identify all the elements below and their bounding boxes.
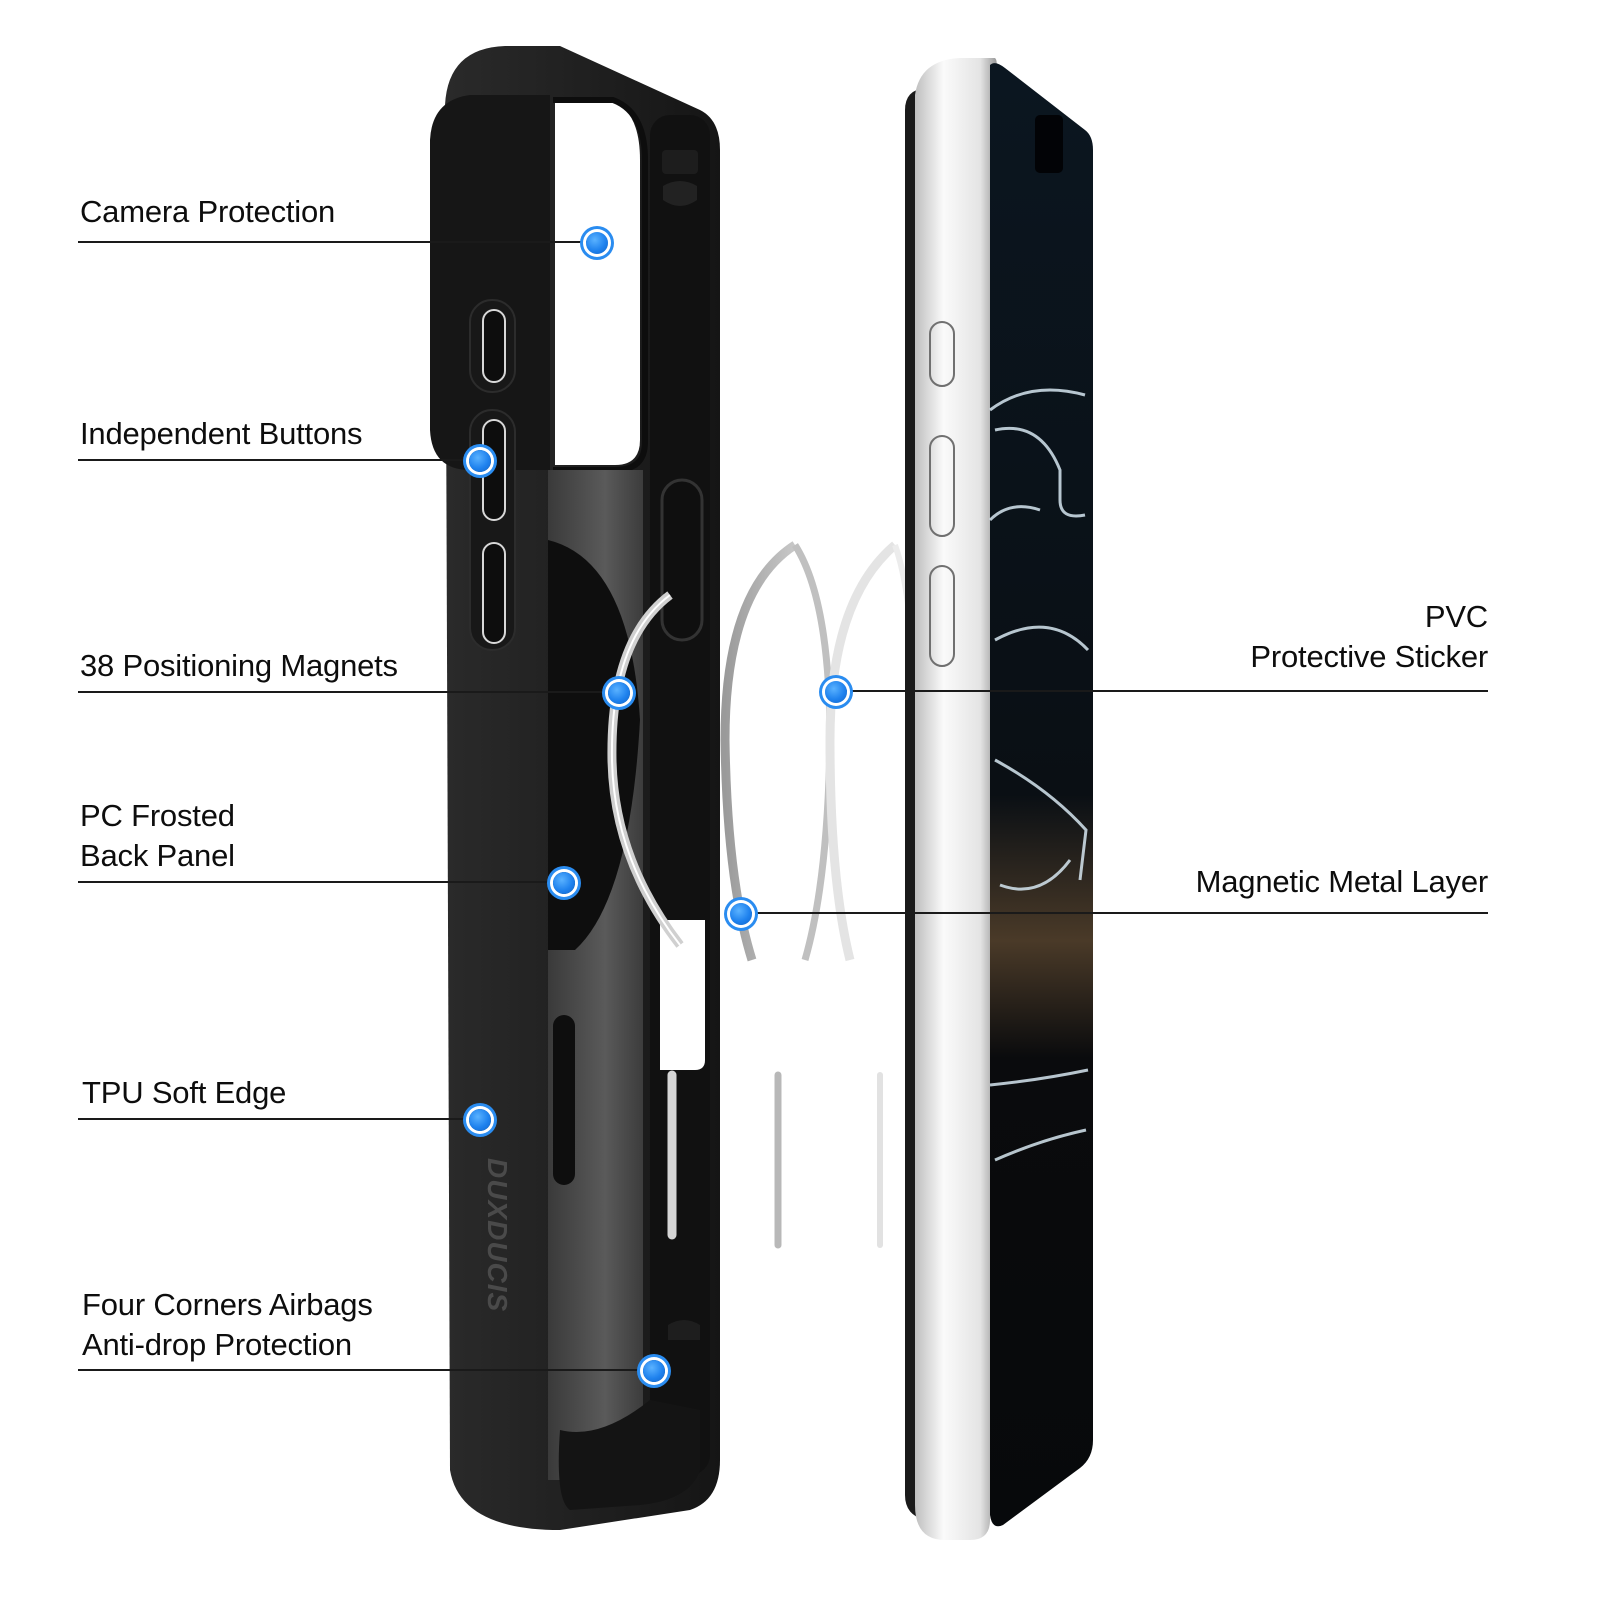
- hotspot-magnetic-metal-layer[interactable]: [730, 903, 752, 925]
- callout-independent-buttons: Independent Buttons: [80, 414, 363, 454]
- sticker-ring: [825, 541, 918, 1248]
- charging-cutout: [660, 920, 705, 1070]
- callout-text: Independent Buttons: [80, 416, 363, 451]
- hotspot-tpu-soft-edge[interactable]: [469, 1109, 491, 1131]
- brand-logo: DUXDUCIS: [482, 1158, 513, 1312]
- phone-case: DUXDUCIS: [430, 46, 720, 1530]
- callout-text: PVC: [1424, 599, 1488, 634]
- magnet-ring: [607, 591, 684, 1240]
- callout-tpu-soft-edge: TPU Soft Edge: [82, 1073, 286, 1113]
- callout-four-corners-airbags: Four Corners Airbags Anti-drop Protectio…: [82, 1285, 373, 1365]
- screen-wallpaper: [988, 388, 1090, 1162]
- hotspot-camera-protection[interactable]: [586, 232, 608, 254]
- phone-frame: [915, 58, 997, 1540]
- leader-line-camera-protection: [78, 241, 598, 243]
- hotspot-positioning-magnets[interactable]: [608, 682, 630, 704]
- callout-positioning-magnets: 38 Positioning Magnets: [80, 646, 398, 686]
- callout-text: Camera Protection: [80, 194, 336, 229]
- camera-cutout: [555, 100, 640, 465]
- hotspot-pvc-protective-sticker[interactable]: [825, 681, 847, 703]
- camera-bump: [430, 95, 550, 470]
- leader-line-positioning-magnets: [78, 691, 618, 693]
- hotspot-four-corners-airbags[interactable]: [643, 1360, 665, 1382]
- callout-text: Anti-drop Protection: [82, 1327, 352, 1362]
- callout-text: Back Panel: [80, 838, 235, 873]
- callout-text: Protective Sticker: [1250, 639, 1488, 674]
- callout-text: Four Corners Airbags: [82, 1287, 373, 1322]
- leader-line-pc-frosted-back-panel: [78, 881, 564, 883]
- callout-text: Magnetic Metal Layer: [1195, 864, 1489, 899]
- leader-line-magnetic-metal-layer: [741, 912, 1488, 914]
- callout-magnetic-metal-layer: Magnetic Metal Layer: [1088, 862, 1489, 902]
- case-inner-rim: [650, 115, 710, 1475]
- phone-screen: [990, 63, 1093, 1527]
- callout-pc-frosted-back-panel: PC Frosted Back Panel: [80, 796, 235, 876]
- leader-line-independent-buttons: [78, 459, 480, 461]
- metal-ring: [720, 541, 834, 1249]
- phone: [905, 58, 1093, 1540]
- leader-line-tpu-soft-edge: [78, 1118, 480, 1120]
- case-side-buttons: [469, 299, 516, 651]
- callout-pvc-protective-sticker: PVC Protective Sticker: [1088, 597, 1488, 677]
- phone-side-buttons: [929, 321, 955, 667]
- callout-camera-protection: Camera Protection: [80, 192, 335, 232]
- leader-line-four-corners-airbags: [78, 1369, 654, 1371]
- callout-text: PC Frosted: [80, 798, 235, 833]
- hotspot-pc-frosted-back-panel[interactable]: [553, 872, 575, 894]
- leader-line-pvc-protective-sticker: [836, 690, 1488, 692]
- callout-text: 38 Positioning Magnets: [80, 648, 398, 683]
- hotspot-independent-buttons[interactable]: [469, 450, 491, 472]
- callout-text: TPU Soft Edge: [82, 1075, 287, 1110]
